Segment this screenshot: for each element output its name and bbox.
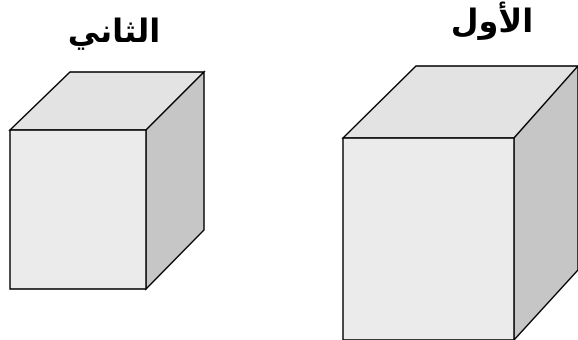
label-second: الثاني: [68, 12, 160, 50]
cube-second: [10, 72, 204, 289]
cube-second-front-face: [10, 130, 146, 289]
cube-first: [343, 66, 578, 340]
cube-first-front-face: [343, 138, 514, 340]
label-first: الأول: [451, 1, 533, 40]
